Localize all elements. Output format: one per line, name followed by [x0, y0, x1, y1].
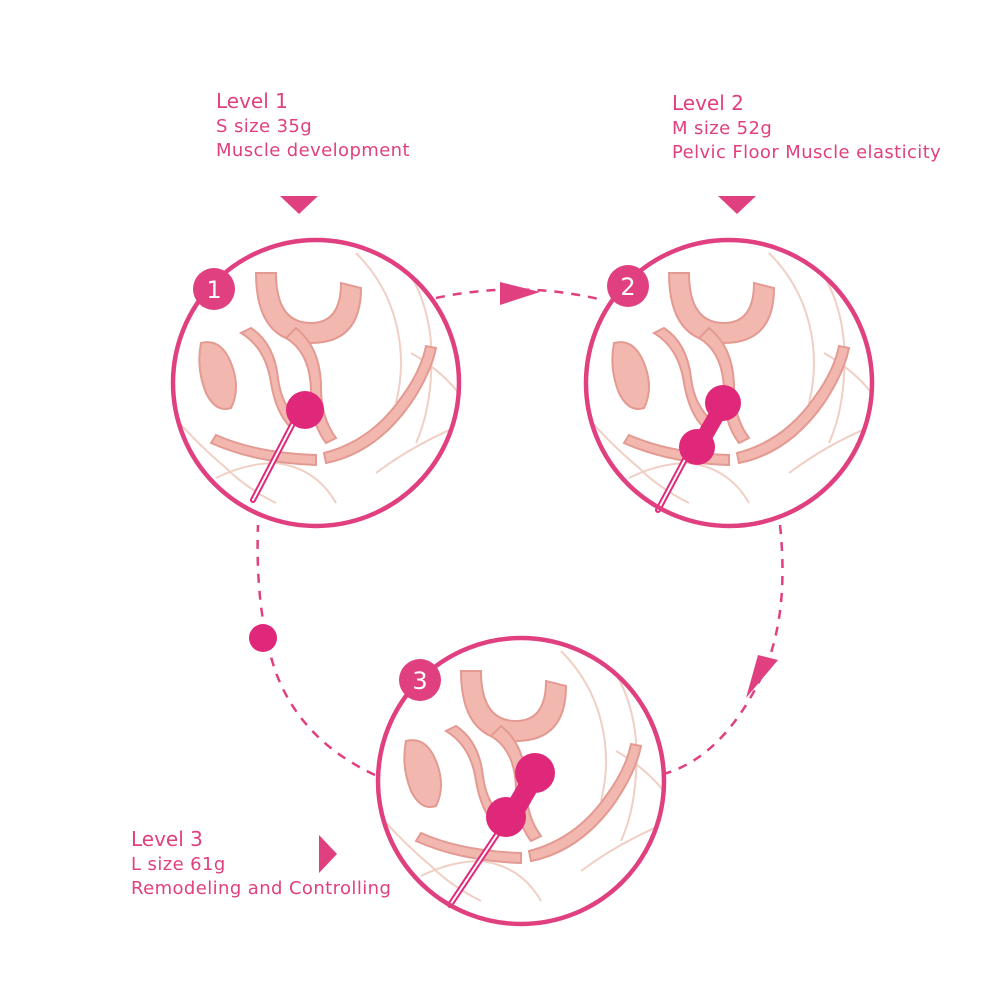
level-2-illustration: 2: [583, 237, 875, 529]
level-3-benefit: Remodeling and Controlling: [131, 878, 392, 900]
pointer-level-3-icon: [319, 835, 337, 873]
level-3-title: Level 3: [131, 827, 203, 851]
arrow-right-icon: [500, 282, 540, 305]
kegel-ball-double-large-icon: [447, 753, 555, 908]
level-1-illustration: 1: [170, 237, 462, 529]
badge-2: [607, 265, 649, 307]
badge-3-text: 3: [412, 667, 427, 695]
kegel-ball-double-icon: [655, 385, 741, 513]
kegel-ball-single-icon: [250, 391, 324, 503]
level-2-label: Level 2 M size 52g Pelvic Floor Muscle e…: [672, 90, 941, 166]
badge-3: [399, 659, 441, 701]
level-1-title: Level 1: [216, 89, 288, 113]
level-3-illustration: 3: [375, 635, 667, 927]
level-2-benefit: Pelvic Floor Muscle elasticity: [672, 142, 942, 164]
connector-1-to-2: [435, 288, 604, 302]
level-2-size: M size 52g: [672, 118, 773, 139]
pointer-level-1-icon: [280, 196, 318, 214]
level-1-size: S size 35g: [216, 116, 313, 137]
level-3-size: L size 61g: [131, 854, 226, 875]
connector-2-to-3: [659, 524, 784, 777]
badge-1: [193, 268, 235, 310]
badge-2-text: 2: [620, 273, 635, 301]
level-2-title: Level 2: [672, 91, 744, 115]
badge-1-text: 1: [206, 276, 221, 304]
level-1-benefit: Muscle development: [216, 140, 410, 162]
pointer-level-2-icon: [718, 196, 756, 214]
arrow-down-icon: [746, 655, 778, 698]
level-3-label: Level 3 L size 61g Remodeling and Contro…: [131, 826, 391, 902]
cycle-dot-icon: [249, 624, 277, 652]
level-1-label: Level 1 S size 35g Muscle development: [216, 88, 410, 164]
connector-3-to-1: [256, 524, 376, 777]
